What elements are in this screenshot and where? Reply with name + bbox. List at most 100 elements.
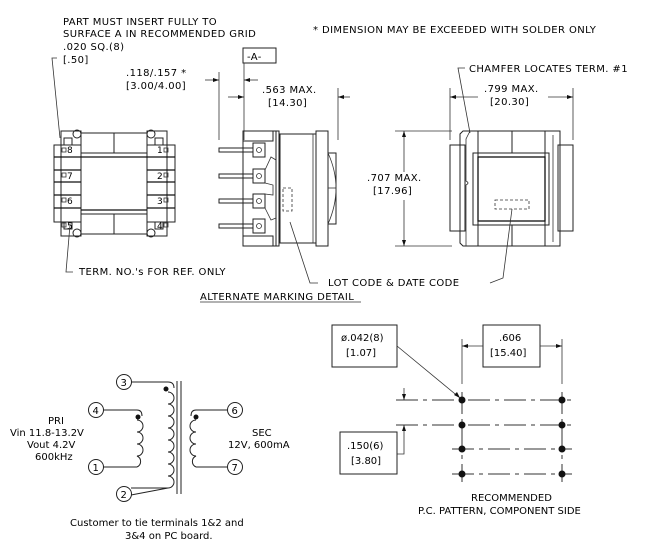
pin-hole: [256, 147, 262, 153]
pri-freq: 600kHz: [35, 452, 73, 463]
pin-4-label: 4: [93, 406, 99, 417]
side-webbing: [264, 156, 277, 221]
pcb-pad: [458, 421, 466, 429]
pin-lug: [252, 142, 266, 158]
length-dim-in: .799 MAX.: [484, 84, 539, 95]
term-note-leader: [65, 224, 73, 273]
lot-code-note: LOT CODE & DATE CODE: [328, 278, 459, 289]
width-dim-mm: [17.96]: [373, 186, 412, 197]
pin-1-circle: [88, 459, 104, 475]
terminal-7: 7: [67, 172, 73, 182]
side-base-top: [242, 130, 274, 142]
pcb-pad: [458, 445, 466, 453]
arrowhead: [567, 95, 573, 99]
pcb-pattern: ø.042(8) [1.07] .606 [15.40] .150(6) [3.…: [331, 324, 581, 517]
arrowhead: [450, 95, 456, 99]
terminal-1: 1: [157, 146, 163, 156]
pin-3-label: 3: [121, 378, 127, 389]
side-cap-arc: [327, 152, 337, 225]
arrowhead: [213, 78, 219, 82]
side-base-bottom: [242, 235, 274, 247]
pitch-in: .150(6): [347, 441, 384, 452]
terminal-square: [61, 222, 67, 228]
terminal-square: [61, 197, 67, 203]
pitch-mm: [3.80]: [351, 456, 381, 467]
pcb-pad: [558, 421, 566, 429]
pin-hole: [256, 198, 262, 204]
chamfer-notch: [63, 137, 73, 146]
row-spacing-mm: [15.40]: [490, 348, 527, 359]
schematic-note-line1: Customer to tie terminals 1&2 and: [70, 518, 244, 529]
hole-dia-mm: [1.07]: [346, 348, 376, 359]
end-view: [449, 130, 574, 247]
pin-6-label: 6: [232, 406, 238, 417]
side-view: [218, 130, 337, 247]
pitch-arrow-bottom: [397, 425, 405, 455]
terminal-square: [163, 147, 169, 153]
pcb-pad: [558, 445, 566, 453]
end-winding: [472, 152, 550, 226]
schematic: 3 4 1 2 6 7: [88, 374, 243, 502]
pri-vin: Vin 11.8-13.2V: [10, 428, 84, 439]
winding-lead-2: [130, 487, 169, 496]
pin-7-circle: [227, 459, 243, 475]
pin-3-circle: [116, 374, 132, 390]
pin-1-label: 1: [93, 463, 99, 474]
end-left-flange: [459, 130, 479, 247]
pcb-caption-line1: RECOMMENDED: [471, 493, 552, 504]
lot-code-box-end: [494, 199, 530, 210]
lot-code-leader-left: [289, 221, 318, 284]
insert-note-line1: PART MUST INSERT FULLY TO: [63, 17, 217, 28]
side-pin: [218, 198, 254, 204]
row-spacing-box: [482, 324, 541, 368]
arrowhead: [462, 344, 468, 348]
pin-2-label: 2: [121, 490, 127, 501]
primary-aux-coil: [136, 419, 144, 468]
chamfer-note: CHAMFER LOCATES TERM. #1: [469, 64, 628, 75]
pcb-caption-line2: P.C. PATTERN, COMPONENT SIDE: [418, 506, 581, 517]
corner-circle: [146, 228, 156, 238]
end-left-tab: [449, 144, 466, 232]
pcb-pad: [558, 470, 566, 478]
side-pin: [218, 147, 254, 153]
corner-circle: [72, 228, 82, 238]
terminal-square: [163, 172, 169, 178]
notch: [154, 221, 164, 230]
arrowhead: [338, 95, 344, 99]
pin-2-circle: [116, 486, 132, 502]
end-right-tab: [557, 144, 574, 232]
terminal-6: 6: [67, 197, 73, 207]
arrowhead: [402, 394, 406, 400]
height-dim-mm: [14.30]: [268, 98, 307, 109]
hole-dia-leader: [396, 345, 461, 399]
chamfer-mark: [465, 130, 471, 246]
arrowhead: [454, 392, 460, 398]
terminal-square: [61, 172, 67, 178]
schematic-note-line2: 3&4 on PC board.: [125, 531, 213, 542]
corner-circle: [72, 129, 82, 139]
terminal-8: 8: [67, 146, 73, 156]
pin-size-leader: [51, 57, 61, 139]
phase-dot-secondary: [193, 414, 199, 420]
standoff-dim-in: .118/.157 *: [126, 68, 186, 79]
winding-lead-6: [190, 409, 227, 417]
pitch-box: [339, 431, 398, 475]
pin-4-circle: [88, 402, 104, 418]
height-dim-in: .563 MAX.: [262, 85, 317, 96]
hole-dia-in: ø.042(8): [341, 333, 384, 344]
solder-note: * DIMENSION MAY BE EXCEEDED WITH SOLDER …: [313, 25, 597, 36]
phase-dot-aux: [135, 414, 141, 420]
lot-code-box-side: [282, 187, 293, 212]
pin-lug: [252, 218, 266, 234]
row-spacing-in: .606: [499, 333, 521, 344]
notch: [63, 221, 73, 230]
sec-rating: 12V, 600mA: [228, 440, 290, 451]
terminal-square: [61, 147, 67, 153]
side-pin: [218, 173, 254, 179]
pin-7-label: 7: [232, 463, 238, 474]
alt-marking-label: ALTERNATE MARKING DETAIL: [200, 292, 354, 303]
pin-hole: [256, 223, 262, 229]
arrowhead: [402, 425, 406, 431]
sec-label: SEC: [252, 428, 272, 439]
